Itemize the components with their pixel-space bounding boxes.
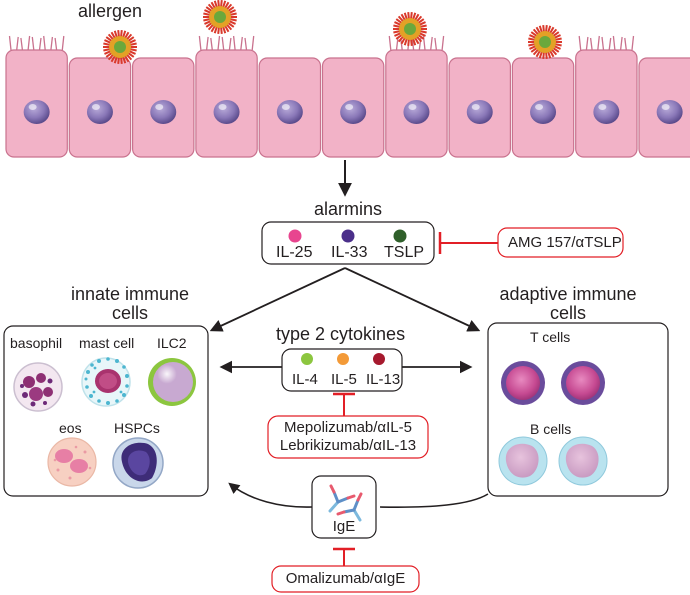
t-cell: [501, 361, 545, 405]
epithelial-cell: [68, 57, 132, 158]
il4-dot: [301, 353, 313, 365]
epithelial-cell: [258, 57, 322, 158]
antibody-icon: [328, 484, 363, 522]
allergen-particle: [203, 0, 237, 35]
il25-dot: [288, 229, 302, 243]
adaptive-title-line1: adaptive immune: [499, 284, 637, 304]
il33-label: IL-33: [331, 244, 368, 261]
allergen-particle: [103, 29, 137, 65]
tslp-label: TSLP: [384, 244, 425, 261]
epithelium-layer: [5, 35, 690, 158]
arrow-adaptive-to-ige: [379, 493, 489, 508]
allergen-particle: [528, 24, 562, 60]
b-cell: [558, 436, 608, 486]
cell-nucleus: [86, 100, 113, 124]
cell-nucleus: [466, 100, 493, 124]
mepolizumab-box: [267, 415, 429, 459]
tslp-dot: [393, 229, 407, 243]
cell-nucleus: [23, 100, 50, 124]
ige-label: IgE: [332, 518, 356, 535]
arrow-ige-to-innate: [228, 482, 313, 508]
amg157-box: [497, 227, 624, 258]
mepolizumab-label: Mepolizumab/αIL-5: [284, 419, 412, 436]
t-cells-label: T cells: [530, 329, 571, 345]
cell-nucleus: [656, 100, 683, 124]
eos-label: eos: [59, 420, 82, 436]
type2-cytokines-label: type 2 cytokines: [276, 324, 406, 344]
ilc2-label: ILC2: [157, 335, 187, 351]
il5-label: IL-5: [331, 371, 357, 388]
b-cell: [498, 436, 548, 486]
epithelial-cell: [511, 57, 575, 158]
il13-dot: [373, 353, 385, 365]
allergen-particle: [393, 11, 427, 47]
il33-dot: [341, 229, 355, 243]
allergen-particles: [103, 0, 562, 65]
amg157-label: AMG 157/αTSLP: [508, 234, 622, 251]
allergen-label: allergen: [78, 1, 143, 21]
b-cells-group: [498, 436, 608, 486]
hspcs-label: HSPCs: [114, 420, 160, 436]
epithelial-cell: [5, 35, 68, 158]
hspc-cell: [112, 437, 164, 489]
cell-nucleus: [593, 100, 620, 124]
il13-label: IL-13: [366, 371, 401, 388]
il4-label: IL-4: [292, 371, 318, 388]
lebrikizumab-label: Lebrikizumab/αIL-13: [279, 437, 417, 454]
epithelial-cell: [385, 35, 448, 158]
cell-nucleus: [150, 100, 177, 124]
cell-nucleus: [403, 100, 430, 124]
cell-nucleus: [530, 100, 557, 124]
epithelial-cell: [132, 57, 195, 158]
arrow-alarmins-to-adaptive: [344, 267, 481, 332]
adaptive-title-line2: cells: [549, 303, 586, 323]
mast-cell: [81, 357, 131, 407]
il5-dot: [337, 353, 349, 365]
alarmins-box: [261, 221, 435, 265]
epithelial-cell: [638, 57, 690, 158]
epithelial-cell: [195, 35, 258, 158]
epithelial-cell: [321, 57, 385, 158]
basophil-cell: [13, 362, 63, 412]
epithelial-cell: [575, 35, 638, 158]
innate-title-line1: innate immune: [70, 284, 190, 304]
alarmin-dots: [288, 229, 407, 243]
b-cells-label: B cells: [530, 421, 572, 437]
mast-cell-label: mast cell: [79, 335, 135, 351]
arrow-alarmins-to-innate: [209, 267, 346, 332]
cell-nucleus: [276, 100, 303, 124]
cell-nucleus: [340, 100, 367, 124]
cell-nucleus: [213, 100, 240, 124]
il25-label: IL-25: [276, 244, 313, 261]
eosinophil-cell: [47, 437, 97, 487]
omalizumab-label: Omalizumab/αIgE: [285, 570, 406, 587]
omalizumab-box: [271, 565, 420, 593]
epithelial-cell: [448, 57, 512, 158]
innate-title-line2: cells: [111, 303, 148, 323]
ilc2-cell: [148, 358, 196, 406]
t-cell: [561, 361, 605, 405]
alarmins-label: alarmins: [314, 199, 383, 219]
t-cells-group: [501, 361, 605, 405]
basophil-label: basophil: [10, 335, 63, 351]
